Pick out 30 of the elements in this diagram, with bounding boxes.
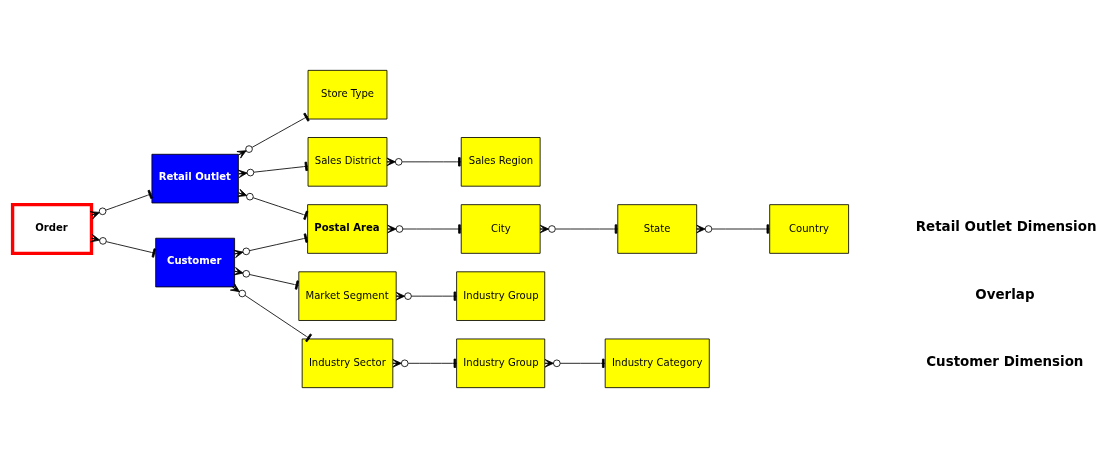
node-box: Order — [10, 202, 94, 255]
connector — [236, 112, 310, 159]
connector — [233, 232, 308, 258]
label: Customer Dimension — [926, 353, 1084, 369]
node-box: Country — [769, 203, 849, 254]
node-box: Store Type — [307, 69, 388, 119]
label: Overlap — [975, 286, 1035, 301]
connector — [539, 223, 619, 234]
node-box: Market Segment — [298, 270, 397, 321]
connector — [237, 188, 309, 220]
connector — [395, 291, 457, 301]
connector — [90, 233, 157, 258]
node-box: Retail Outlet — [151, 153, 239, 203]
node-box: Industry Group — [456, 338, 546, 388]
connector — [89, 189, 153, 219]
node-box: Customer — [155, 237, 235, 287]
connector — [696, 223, 770, 234]
connector — [229, 282, 313, 342]
connector — [233, 266, 300, 290]
node-box: Industry Group — [456, 270, 546, 321]
connector — [237, 161, 309, 178]
connector — [392, 358, 457, 368]
node-box: Postal Area — [307, 203, 388, 254]
connector — [544, 358, 606, 368]
node-box: State — [617, 203, 698, 254]
connector — [387, 223, 462, 234]
connector — [386, 156, 462, 166]
label: Retail Outlet Dimension — [915, 218, 1097, 234]
node-box: Sales District — [307, 136, 388, 187]
node-box: Industry Sector — [301, 338, 394, 388]
